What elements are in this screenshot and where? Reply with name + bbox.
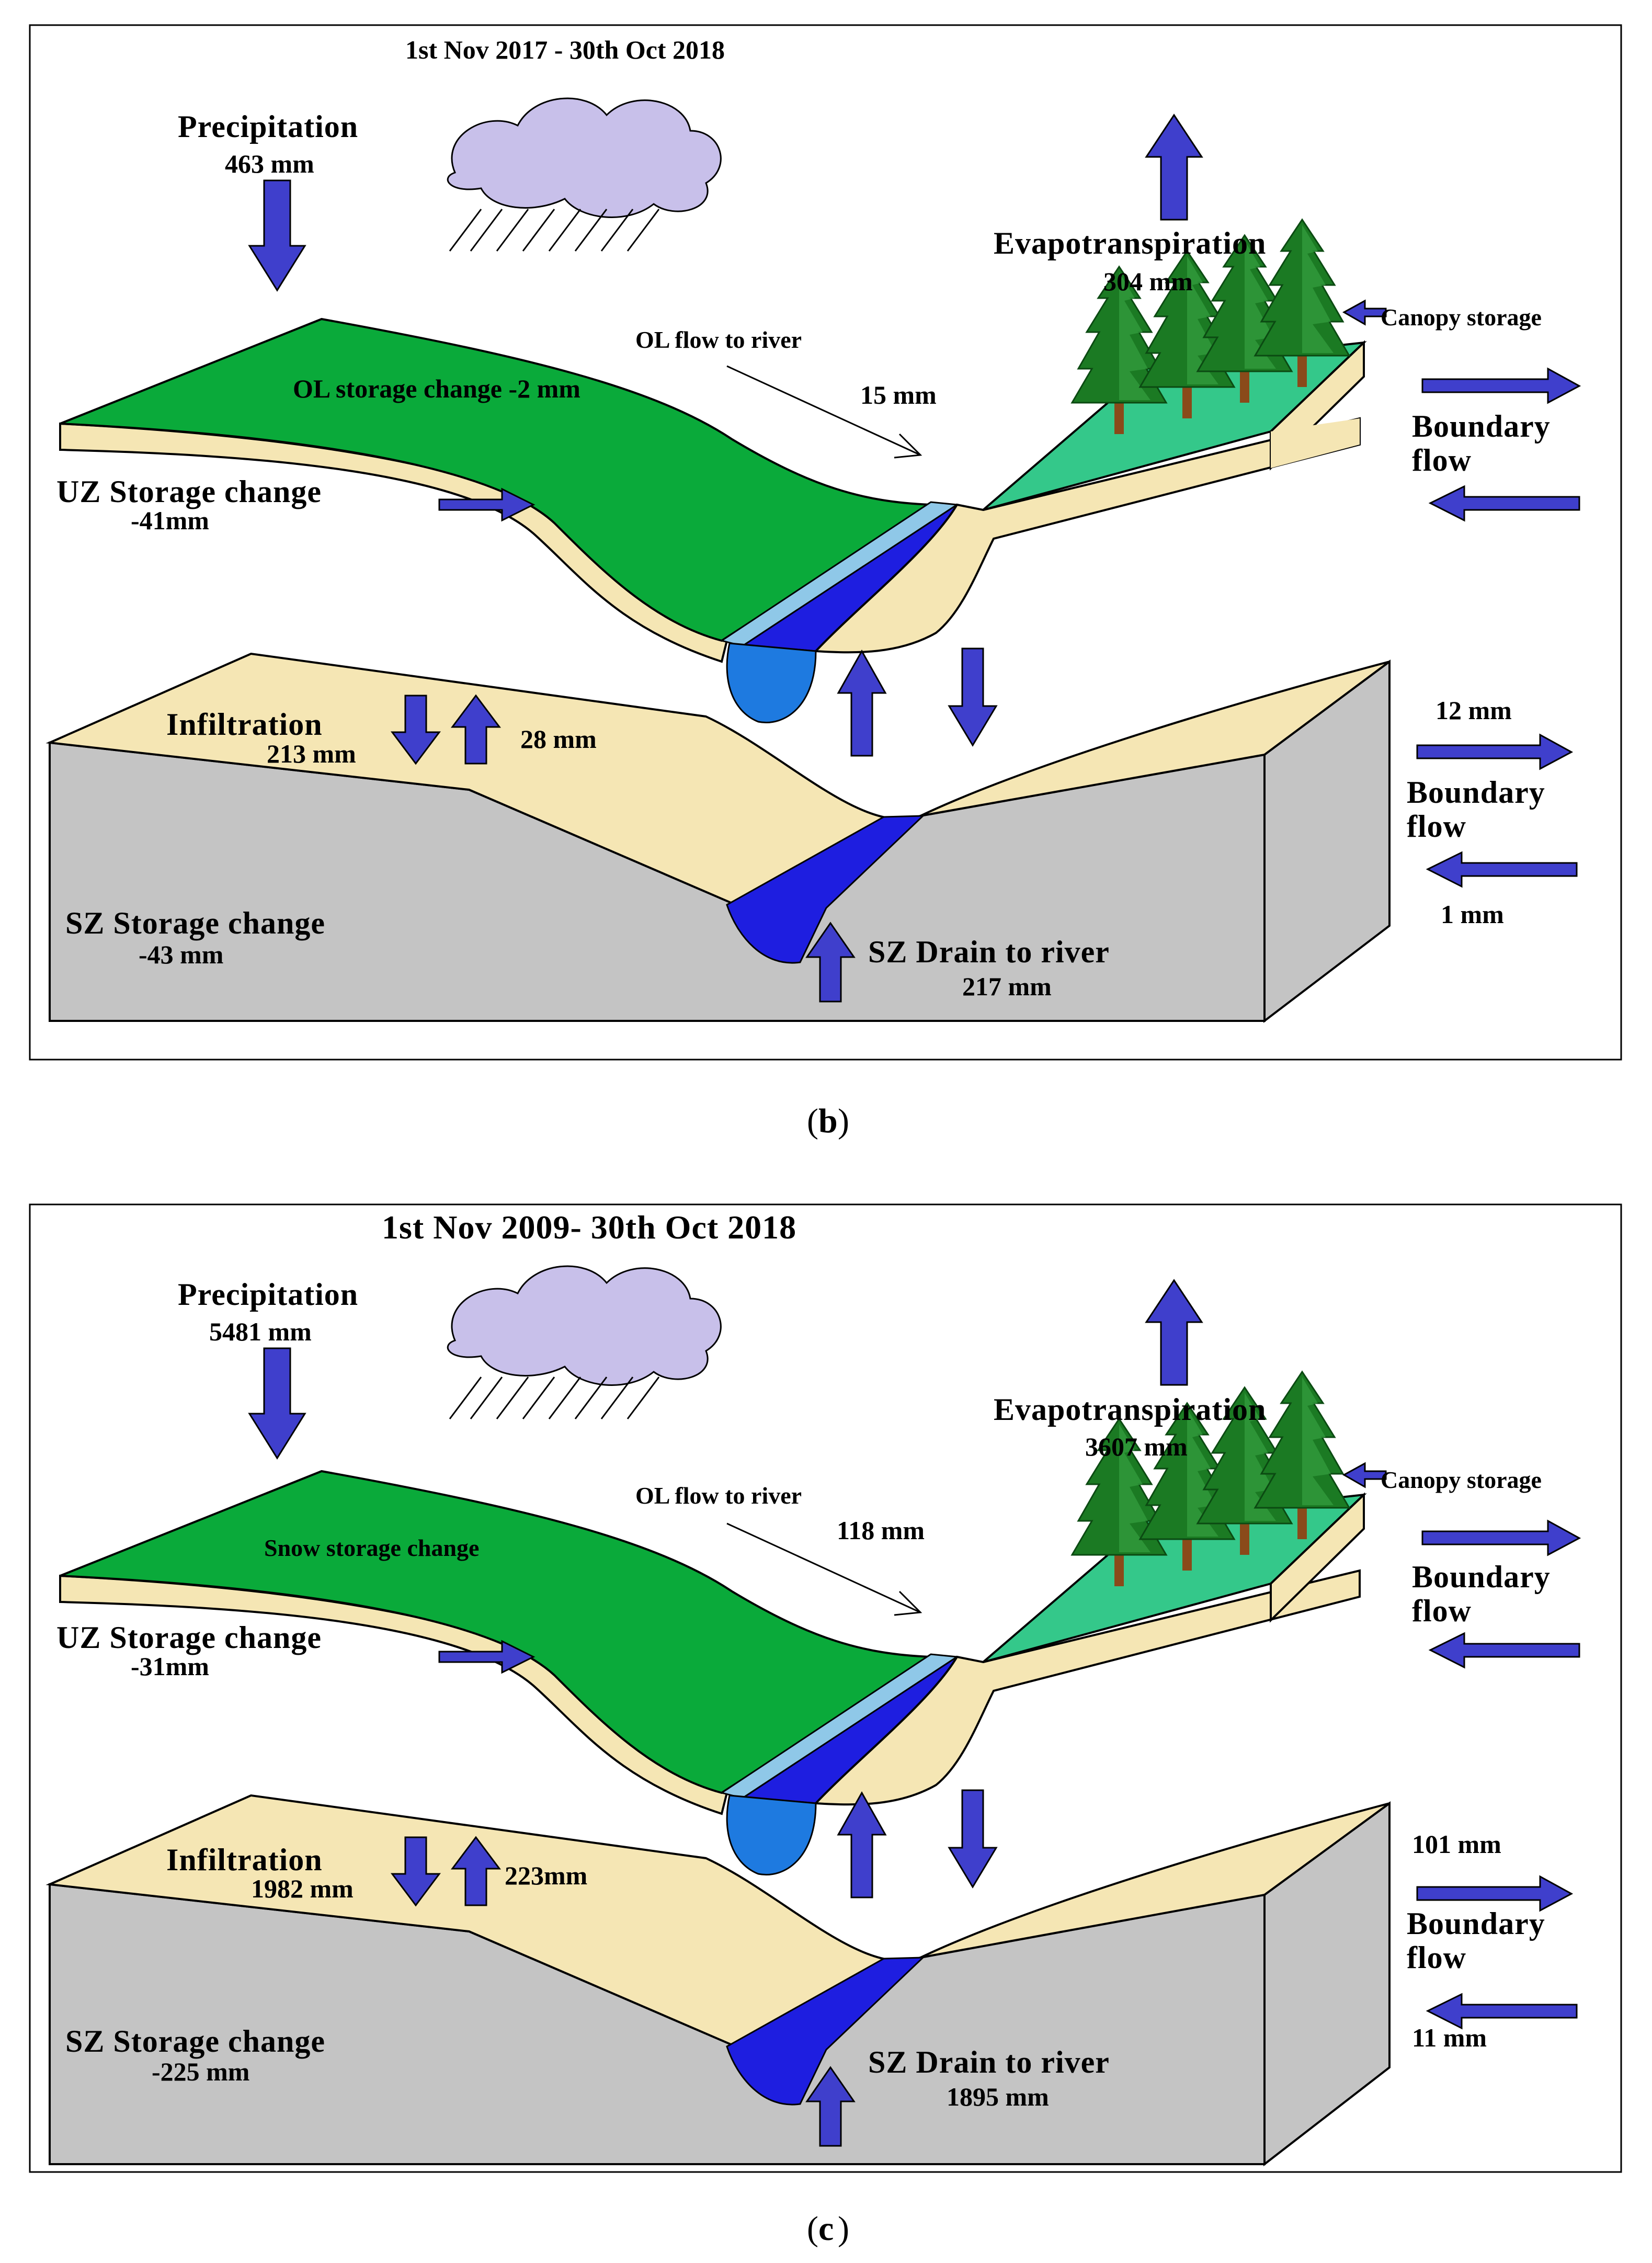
sz-drain-value: 1895 mm bbox=[947, 2082, 1049, 2111]
sz-drain-arrow-icon bbox=[805, 2066, 856, 2147]
river-exchange-down-arrow-icon bbox=[948, 647, 998, 747]
evapotranspiration-value: 3607 mm bbox=[1085, 1432, 1188, 1461]
infiltration-label: Infiltration bbox=[166, 1843, 323, 1877]
boundary-lower-out-value: 11 mm bbox=[1412, 2023, 1487, 2052]
uz-storage-label: UZ Storage change bbox=[56, 1620, 322, 1655]
uz-arrow-icon bbox=[438, 1640, 536, 1674]
canopy-arrow-icon bbox=[1342, 1462, 1387, 1488]
ol-flow-value: 15 mm bbox=[860, 380, 937, 410]
boundary-lower-in-arrow-icon bbox=[1426, 1993, 1578, 2030]
panel-caption: ( b ) bbox=[807, 1102, 849, 1140]
surface-storage-label: OL storage change -2 mm bbox=[293, 374, 580, 403]
svg-text:): ) bbox=[838, 2210, 849, 2248]
infiltration-up-arrow-icon bbox=[451, 694, 501, 765]
ol-flow-value: 118 mm bbox=[837, 1516, 925, 1545]
uz-storage-label: UZ Storage change bbox=[56, 474, 322, 509]
rain-cloud-icon bbox=[447, 1265, 722, 1419]
boundary-lower-out-arrow-icon bbox=[1416, 1875, 1574, 1912]
boundary-lower-line1: Boundary bbox=[1407, 1906, 1545, 1941]
evapotranspiration-label: Evapotranspiration bbox=[994, 226, 1266, 260]
canopy-arrow-icon bbox=[1342, 299, 1387, 326]
sz-storage-value: -43 mm bbox=[139, 940, 223, 969]
sz-drain-value: 217 mm bbox=[962, 972, 1052, 1001]
sz-storage-label: SZ Storage change bbox=[65, 906, 325, 940]
uz-arrow-icon bbox=[438, 487, 536, 522]
period-title: 1st Nov 2009- 30th Oct 2018 bbox=[382, 1209, 796, 1246]
infiltration-label: Infiltration bbox=[166, 707, 323, 742]
svg-text:(: ( bbox=[807, 1102, 818, 1140]
panel-b: 1st Nov 2017 - 30th Oct 2018 Precipitati… bbox=[29, 24, 1622, 1140]
boundary-lower-out-value: 1 mm bbox=[1441, 900, 1504, 929]
saturated-zone-block bbox=[45, 652, 1391, 1024]
infiltration-down-value: 1982 mm bbox=[251, 1874, 354, 1903]
infiltration-down-arrow-icon bbox=[391, 695, 441, 765]
precipitation-arrow-icon bbox=[248, 179, 306, 292]
svg-text:(: ( bbox=[807, 2210, 818, 2248]
river-exchange-down-arrow-icon bbox=[948, 1789, 998, 1889]
boundary-lower-in-value: 12 mm bbox=[1435, 696, 1512, 725]
evapotranspiration-arrow-icon bbox=[1145, 113, 1203, 221]
infiltration-up-value: 28 mm bbox=[520, 724, 597, 754]
surface-slab bbox=[59, 317, 1367, 723]
sz-drain-label: SZ Drain to river bbox=[868, 2045, 1110, 2079]
ol-flow-label: OL flow to river bbox=[635, 1482, 802, 1509]
river-pool bbox=[726, 1794, 817, 1875]
sz-river-channel bbox=[726, 815, 925, 964]
canopy-storage-label: Canopy storage bbox=[1381, 1466, 1542, 1493]
infiltration-up-value: 223mm bbox=[505, 1861, 587, 1890]
infiltration-down-value: 213 mm bbox=[267, 739, 356, 768]
svg-text:): ) bbox=[838, 1102, 849, 1140]
boundary-lower-in-arrow-icon bbox=[1426, 851, 1578, 888]
river-pool bbox=[726, 642, 817, 723]
boundary-upper-line1: Boundary bbox=[1412, 1560, 1551, 1594]
panel-caption-letter: b bbox=[818, 1102, 838, 1140]
panel-c: 1st Nov 2009- 30th Oct 2018 Precipitatio… bbox=[29, 1203, 1622, 2248]
surface-slab bbox=[59, 1470, 1367, 1875]
boundary-lower-line1: Boundary bbox=[1407, 775, 1545, 810]
boundary-upper-line1: Boundary bbox=[1412, 409, 1551, 443]
boundary-upper-out-arrow-icon bbox=[1421, 1519, 1581, 1556]
river-exchange-up-arrow-icon bbox=[837, 649, 887, 757]
sz-river-channel bbox=[726, 1957, 925, 2106]
boundary-lower-in-value: 101 mm bbox=[1412, 1829, 1501, 1859]
ol-flow-label: OL flow to river bbox=[635, 326, 802, 353]
sz-storage-label: SZ Storage change bbox=[65, 2024, 325, 2059]
evapotranspiration-value: 304 mm bbox=[1103, 267, 1193, 296]
precipitation-label: Precipitation bbox=[178, 109, 358, 144]
rain-cloud-icon bbox=[447, 97, 722, 252]
evapotranspiration-label: Evapotranspiration bbox=[994, 1392, 1266, 1427]
canopy-storage-label: Canopy storage bbox=[1381, 304, 1542, 331]
infiltration-up-arrow-icon bbox=[451, 1836, 501, 1906]
uz-storage-value: -31mm bbox=[131, 1652, 209, 1681]
boundary-upper-line2: flow bbox=[1412, 443, 1472, 477]
boundary-upper-out-arrow-icon bbox=[1421, 367, 1581, 404]
precipitation-arrow-icon bbox=[248, 1347, 306, 1460]
period-title: 1st Nov 2017 - 30th Oct 2018 bbox=[405, 35, 725, 64]
saturated-zone-block bbox=[45, 1794, 1391, 2167]
panel-caption: ( c ) bbox=[807, 2210, 849, 2248]
boundary-lower-line2: flow bbox=[1407, 809, 1466, 844]
evapotranspiration-arrow-icon bbox=[1145, 1279, 1203, 1386]
precipitation-label: Precipitation bbox=[178, 1277, 358, 1312]
boundary-upper-in-arrow-icon bbox=[1428, 485, 1580, 522]
sz-drain-arrow-icon bbox=[805, 922, 856, 1003]
boundary-lower-out-arrow-icon bbox=[1416, 733, 1574, 770]
boundary-lower-line2: flow bbox=[1407, 1940, 1466, 1975]
infiltration-down-arrow-icon bbox=[391, 1836, 441, 1907]
sz-storage-value: -225 mm bbox=[152, 2057, 249, 2086]
sz-drain-label: SZ Drain to river bbox=[868, 935, 1110, 969]
boundary-upper-in-arrow-icon bbox=[1428, 1632, 1580, 1669]
ol-flow-pointer bbox=[726, 1522, 922, 1616]
uz-storage-value: -41mm bbox=[131, 506, 209, 535]
precipitation-value: 5481 mm bbox=[209, 1317, 312, 1346]
boundary-upper-line2: flow bbox=[1412, 1594, 1472, 1628]
surface-storage-label: Snow storage change bbox=[264, 1534, 479, 1561]
panel-caption-letter: c bbox=[818, 2210, 834, 2248]
precipitation-value: 463 mm bbox=[225, 149, 314, 178]
river-exchange-up-arrow-icon bbox=[837, 1791, 887, 1898]
ol-flow-pointer bbox=[726, 365, 922, 459]
